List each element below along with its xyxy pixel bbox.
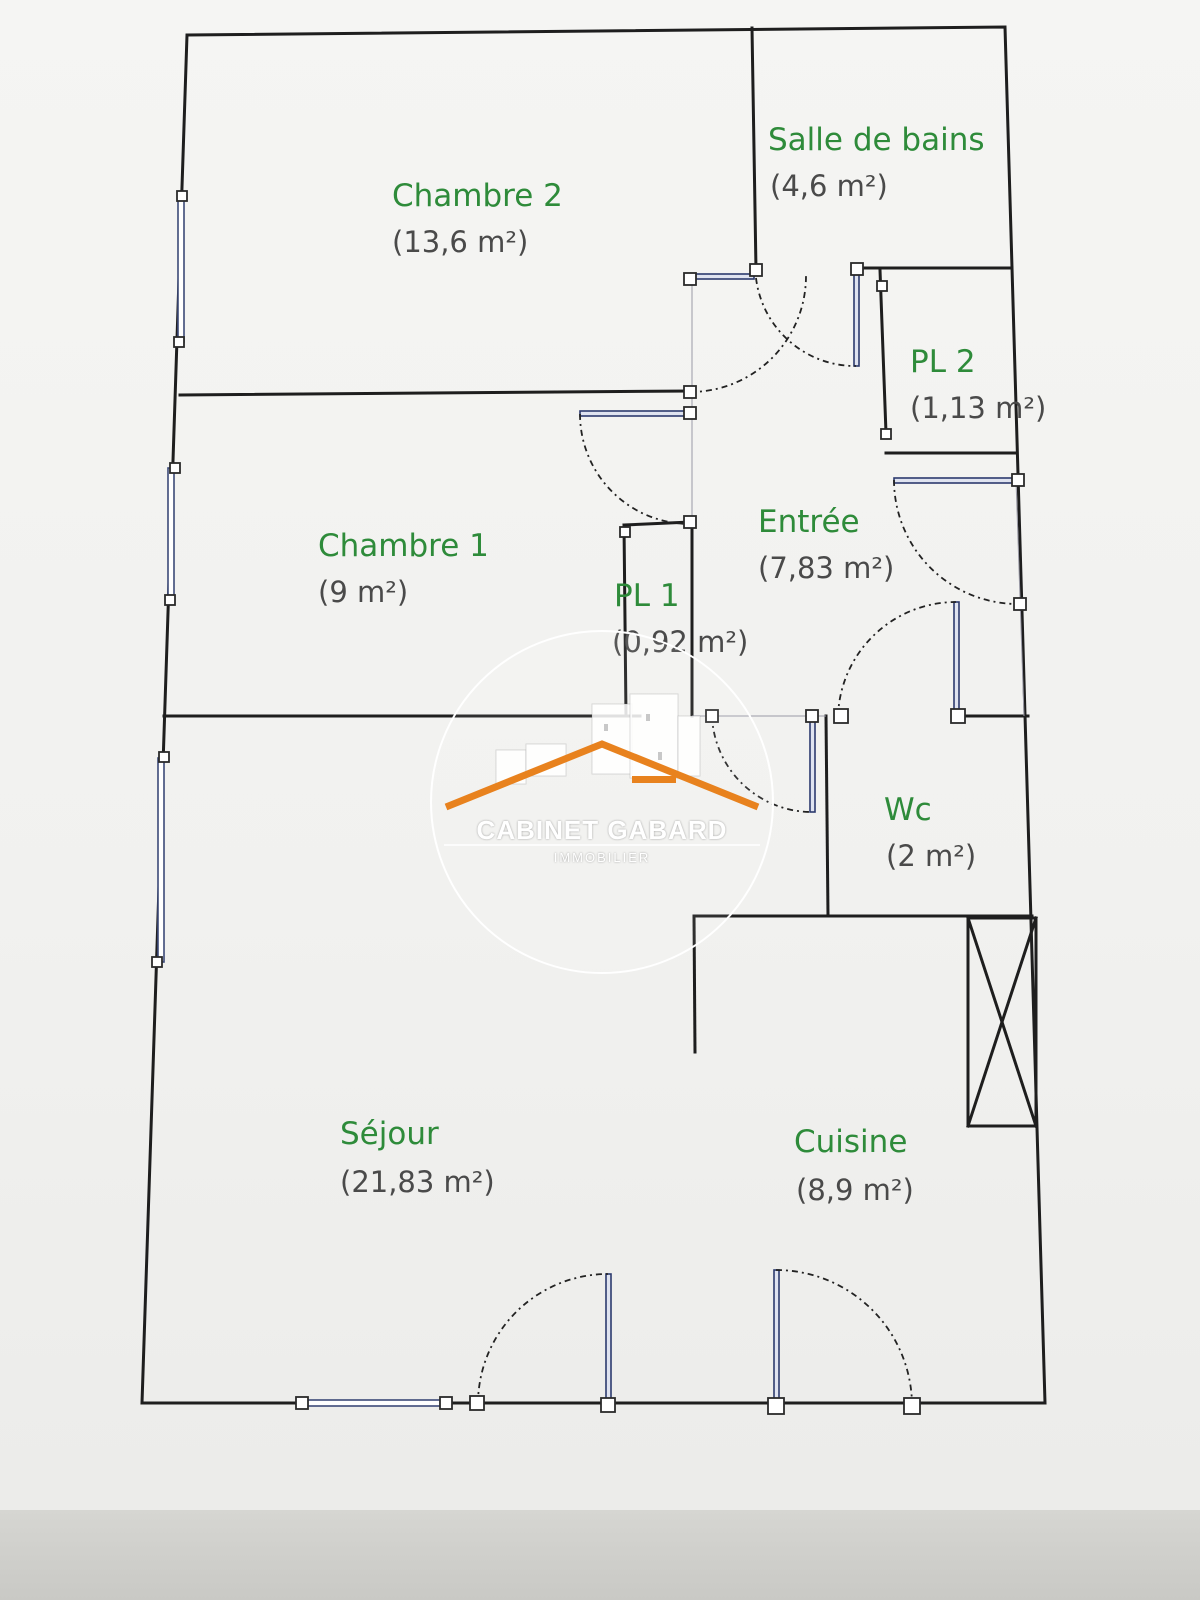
agency-subtitle: IMMOBILIER xyxy=(553,850,651,865)
appliance-block xyxy=(966,916,1038,1128)
room-name-salle-de-bains: Salle de bains xyxy=(768,122,985,158)
room-area-pl2: (1,13 m²) xyxy=(910,391,1046,425)
door-swing-pl2 xyxy=(755,277,857,367)
room-name-pl2: PL 2 xyxy=(910,344,976,380)
door-swing-garden-right xyxy=(775,1269,913,1405)
door-leaf-bath xyxy=(689,273,755,280)
agency-name: CABINET GABARD xyxy=(476,815,728,845)
wall-pl2-left xyxy=(878,268,888,435)
room-area-chambre2: (13,6 m²) xyxy=(392,225,528,259)
room-name-cuisine: Cuisine xyxy=(794,1124,907,1160)
window-chambre1 xyxy=(167,467,175,601)
wall-bath-left xyxy=(750,26,758,272)
window-sejour xyxy=(157,757,165,963)
table-surface xyxy=(0,1510,1200,1600)
castle-roof-logo-icon xyxy=(444,693,760,846)
logo-roof-icon xyxy=(444,740,760,811)
room-name-chambre1: Chambre 1 xyxy=(318,528,489,564)
room-area-wc: (2 m²) xyxy=(886,839,976,873)
wall-pl1-top xyxy=(622,520,694,527)
window-sejour-bottom xyxy=(301,1399,449,1407)
door-swing-chambre1 xyxy=(579,413,691,525)
wall-chambre2-bottom xyxy=(178,389,692,397)
room-area-chambre1: (9 m²) xyxy=(318,575,408,609)
door-swing-garden-left xyxy=(477,1273,609,1405)
door-swing-entry xyxy=(893,479,1019,605)
room-name-chambre2: Chambre 2 xyxy=(392,178,563,214)
door-leaf-sejour xyxy=(809,715,816,813)
door-leaf-wc xyxy=(953,601,960,717)
door-leaf-garden-left xyxy=(605,1273,612,1405)
room-name-pl1: PL 1 xyxy=(614,578,680,614)
door-leaf-entry xyxy=(893,477,1017,484)
agency-watermark: CABINET GABARD IMMOBILIER xyxy=(430,630,774,974)
wall-wc-left xyxy=(824,714,830,918)
door-leaf-garden-right xyxy=(773,1269,780,1405)
room-name-sejour: Séjour xyxy=(340,1116,439,1152)
room-area-sejour: (21,83 m²) xyxy=(340,1165,495,1199)
door-swing-wc xyxy=(837,601,957,717)
room-name-wc: Wc xyxy=(884,792,932,828)
wall-nodes xyxy=(151,190,1027,1415)
door-swing-bath xyxy=(689,275,807,393)
logo-chimney-icon xyxy=(632,776,676,783)
door-leaf-pl2 xyxy=(853,269,860,367)
appliance-cross xyxy=(966,916,1038,1128)
room-name-entree: Entrée xyxy=(758,504,860,540)
door-leaf-chambre1 xyxy=(579,410,693,417)
window-chambre2 xyxy=(177,195,185,343)
room-area-entree: (7,83 m²) xyxy=(758,551,894,585)
outer-wall xyxy=(140,25,1047,1405)
room-area-salle-de-bains: (4,6 m²) xyxy=(770,169,888,203)
room-area-cuisine: (8,9 m²) xyxy=(796,1173,914,1207)
